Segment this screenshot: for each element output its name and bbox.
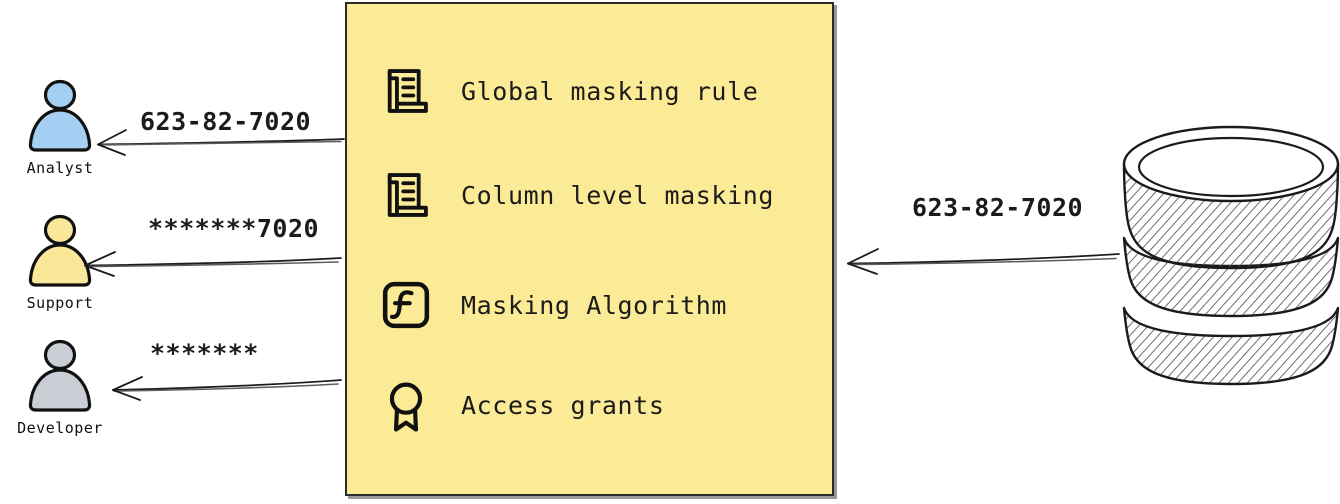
arrow-to-support-icon — [84, 251, 342, 277]
policy-item-column-level-masking[interactable]: Column level masking — [377, 166, 774, 224]
award-ribbon-icon — [389, 382, 423, 432]
policy-item-access-grants[interactable]: Access grants — [377, 376, 664, 434]
policy-panel: Global masking rule Column level masking — [345, 2, 834, 496]
flow-label-support: *******7020 — [148, 214, 320, 243]
policy-item-label: Masking Algorithm — [461, 290, 728, 320]
actor-analyst[interactable]: Analyst — [0, 78, 120, 177]
policy-item-global-masking-rule[interactable]: Global masking rule — [377, 62, 758, 120]
database-cylinder-icon[interactable] — [1118, 118, 1340, 408]
policy-item-label: Column level masking — [461, 180, 775, 210]
function-box-icon — [382, 281, 430, 329]
arrow-to-developer-icon — [112, 376, 342, 401]
policy-item-label: Global masking rule — [461, 76, 759, 106]
policy-item-masking-algorithm[interactable]: Masking Algorithm — [377, 276, 727, 334]
flow-label-analyst: 623-82-7020 — [140, 107, 312, 136]
arrow-from-database-icon — [847, 248, 1120, 275]
flow-label-developer: ******* — [150, 339, 259, 368]
person-icon — [28, 339, 92, 412]
actor-label: Support — [26, 294, 94, 312]
flow-label-database: 623-82-7020 — [912, 193, 1084, 222]
actor-label: Analyst — [26, 159, 94, 177]
policy-item-label: Access grants — [461, 390, 665, 420]
scroll-document-icon — [387, 69, 428, 113]
scroll-document-icon — [387, 173, 428, 217]
actor-label: Developer — [17, 419, 103, 437]
actor-developer[interactable]: Developer — [0, 338, 120, 437]
person-icon — [28, 79, 92, 152]
arrow-to-analyst-icon — [97, 129, 345, 156]
